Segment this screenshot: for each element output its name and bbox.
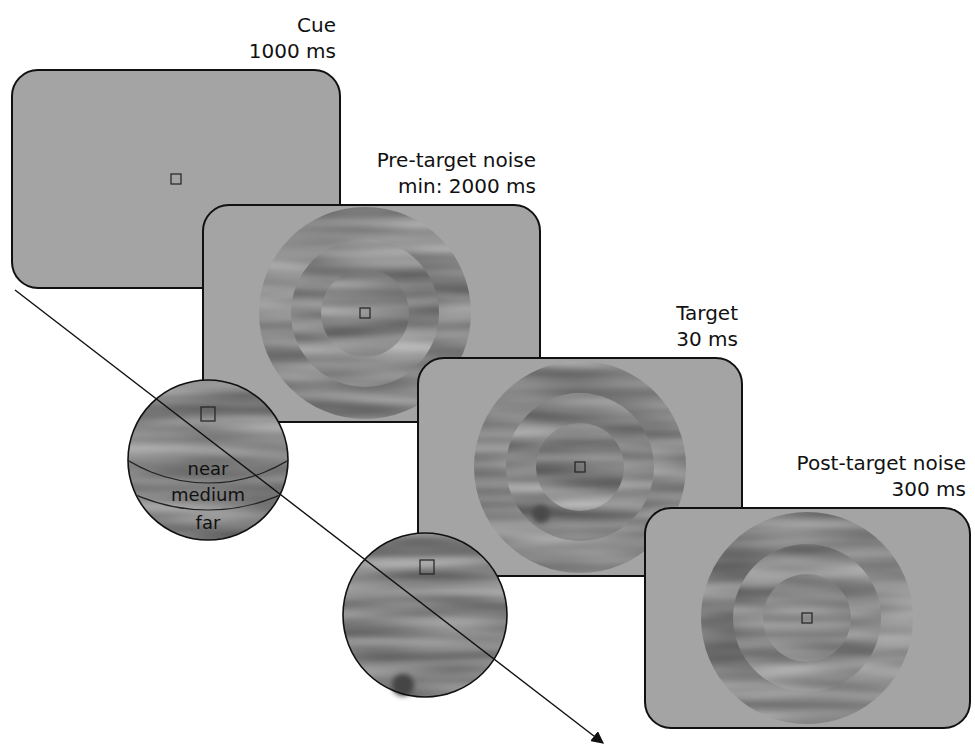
screen-heading: Target30 ms xyxy=(676,300,738,352)
phase-duration: min: 2000 ms xyxy=(377,173,536,199)
screen-frame: Post-target noise300 ms xyxy=(645,508,970,728)
screen-heading: Post-target noise300 ms xyxy=(797,450,966,502)
screen-heading: Pre-target noisemin: 2000 ms xyxy=(377,147,536,199)
screen-heading: Cue1000 ms xyxy=(249,12,336,64)
phase-duration: 300 ms xyxy=(797,476,966,502)
post-target-screen xyxy=(645,508,970,728)
screen-frame: Cue1000 ms xyxy=(12,70,340,288)
phase-name: Target xyxy=(676,300,738,326)
phase-duration: 30 ms xyxy=(676,326,738,352)
target-lens xyxy=(343,533,507,697)
time-arrow xyxy=(15,290,603,743)
screen-frame: Target30 ms xyxy=(418,358,742,576)
phase-name: Cue xyxy=(249,12,336,38)
phase-duration: 1000 ms xyxy=(249,38,336,64)
band-label: near xyxy=(128,460,288,478)
eccentricity-lens xyxy=(28,150,388,540)
band-label: medium xyxy=(128,486,288,504)
magnifier-circle: near medium far xyxy=(128,380,288,540)
phase-name: Pre-target noise xyxy=(377,147,536,173)
phase-name: Post-target noise xyxy=(797,450,966,476)
band-label: far xyxy=(128,514,288,532)
screen-frame: Pre-target noisemin: 2000 ms xyxy=(203,205,540,422)
